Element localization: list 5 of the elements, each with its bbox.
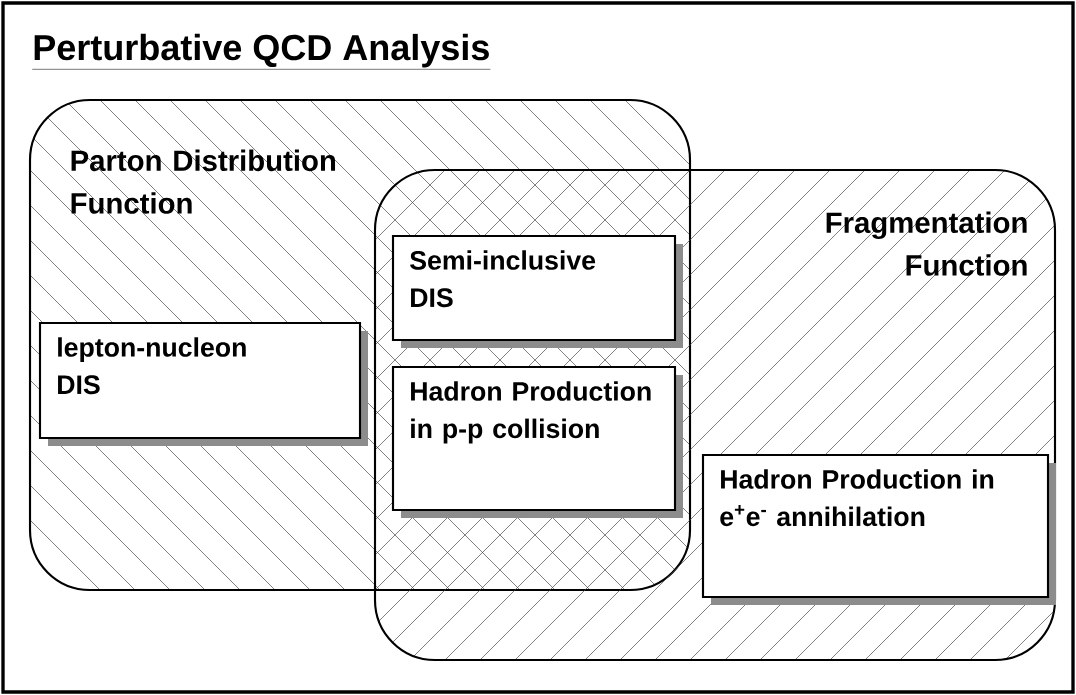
text-box: lepton-nucleon DIS bbox=[38, 321, 368, 446]
text-box: Hadron Production in e$^{+}$e$^{-}$ annihilation bbox=[701, 453, 1056, 605]
text-box: Semi-inclusive DIS bbox=[391, 234, 683, 348]
text-box: Hadron Production in p-p collision bbox=[391, 365, 683, 518]
title: Perturbative QCD Analysis bbox=[32, 33, 491, 70]
